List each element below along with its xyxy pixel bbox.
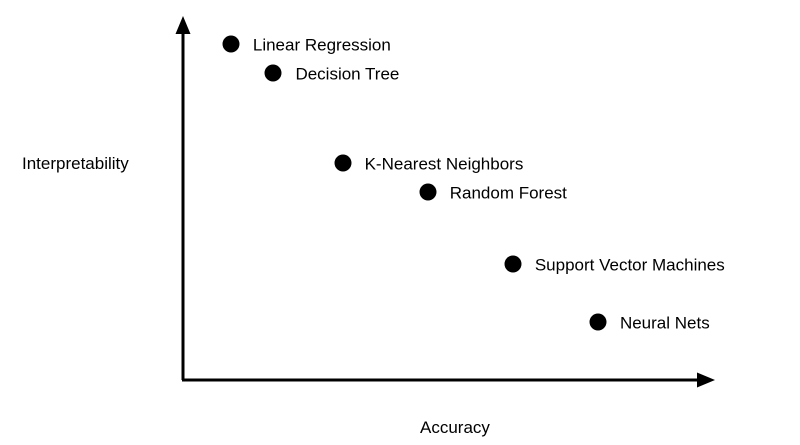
data-point-label: Support Vector Machines — [534, 255, 725, 275]
data-point-label: K-Nearest Neighbors — [364, 154, 524, 174]
x-axis-arrowhead — [697, 372, 715, 388]
data-point — [222, 35, 240, 53]
y-axis-arrowhead — [175, 16, 191, 34]
x-axis-label: Accuracy — [420, 418, 490, 437]
data-point-label: Neural Nets — [619, 313, 710, 333]
data-point — [419, 183, 437, 201]
data-point-label: Random Forest — [449, 183, 567, 203]
data-point-label: Linear Regression — [252, 35, 391, 55]
data-point — [589, 313, 607, 331]
data-point — [504, 255, 522, 273]
y-axis-label: Interpretability — [22, 154, 129, 173]
data-point — [334, 154, 352, 172]
data-point-label: Decision Tree — [295, 64, 400, 84]
data-point — [264, 64, 282, 82]
